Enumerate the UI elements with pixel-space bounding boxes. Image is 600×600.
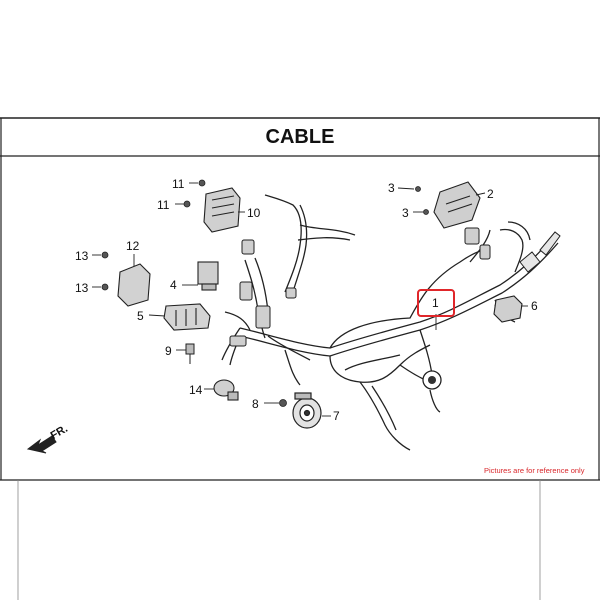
callout-label: 14	[189, 383, 203, 397]
direction-label: FR.	[49, 423, 70, 442]
callout-label: 7	[333, 409, 340, 423]
part-14-socket	[213, 379, 239, 401]
leader-lines	[92, 182, 528, 417]
part-12-module	[117, 263, 151, 307]
callout-label: 13	[75, 281, 89, 295]
part-2-regulator	[433, 181, 481, 229]
callout-label: 4	[170, 278, 177, 292]
callout-label: 5	[137, 309, 144, 323]
part-6-connector	[493, 295, 523, 323]
harness-connectors	[229, 227, 510, 347]
part-4-relay	[197, 261, 219, 291]
part-5-fusebox	[163, 303, 211, 331]
part-3-screws	[415, 186, 429, 215]
callout-label: 9	[165, 344, 172, 358]
callout-label: 2	[487, 187, 494, 201]
callout-label: 3	[388, 181, 395, 195]
harness-grommet	[422, 370, 442, 390]
reference-note: Pictures are for reference only	[484, 466, 585, 475]
part-11-bolts	[183, 179, 206, 208]
callout-1-highlight	[417, 289, 455, 317]
wiring-harness	[221, 194, 559, 451]
part-9-sensor	[185, 343, 195, 364]
callout-label: 8	[252, 397, 259, 411]
part-7-horn	[292, 392, 322, 429]
front-direction-arrow-icon: FR.	[26, 423, 70, 454]
callout-label: 12	[126, 239, 140, 253]
harness-end-connector	[519, 231, 561, 273]
callout-label: 11	[172, 177, 185, 191]
callout-label: 1	[432, 296, 439, 310]
callout-label: 3	[402, 206, 409, 220]
callout-label: 13	[75, 249, 89, 263]
callouts: 1 2 3 3 4 5 6 7 8 9 10 11 11 12 13 13 14	[75, 177, 538, 423]
part-13-bolts	[101, 251, 109, 291]
callout-label: 11	[157, 198, 170, 212]
part-8-bolt	[279, 399, 287, 407]
page-title: CABLE	[265, 126, 335, 148]
callout-label: 10	[247, 206, 261, 220]
callout-label: 6	[531, 299, 538, 313]
part-10-unit	[203, 187, 241, 233]
